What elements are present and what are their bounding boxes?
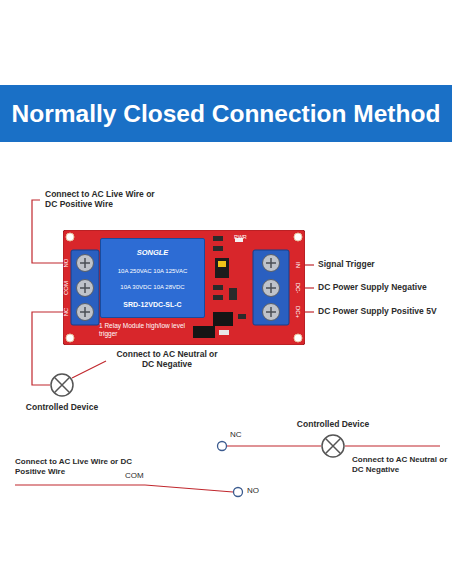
model-number: SRD-12VDC-SL-C	[123, 301, 181, 308]
callout-label: Connect to AC Neutral or DC Negative	[110, 349, 224, 369]
mounting-hole	[66, 233, 74, 241]
lamp-circle	[322, 435, 344, 457]
smd-component	[213, 312, 233, 326]
leader-line	[304, 311, 314, 312]
device-label: Controlled Device	[297, 419, 369, 429]
lamp-cross	[325, 438, 340, 453]
callout-label: Signal Trigger	[318, 259, 375, 269]
callout-label: DC Power Supply Positive 5V	[318, 306, 437, 316]
terminal-label: NO	[63, 259, 70, 268]
smd-component	[215, 258, 229, 278]
smd-component	[218, 261, 226, 267]
wire	[227, 445, 321, 446]
terminal-screw	[77, 304, 94, 321]
mounting-hole	[294, 233, 302, 241]
terminal-label: COM	[63, 281, 70, 295]
rating-text: 10A 250VAC 10A 125VAC	[118, 268, 188, 274]
callout-label: Connect to AC Live Wire or DC Positive W…	[15, 457, 137, 476]
terminal-block	[253, 250, 289, 325]
screw-slot	[80, 307, 90, 317]
rating-text: 10A 30VDC 10A 28VDC	[120, 284, 184, 290]
board-label: PWR	[234, 234, 247, 241]
switch-blade	[145, 485, 233, 492]
relay-module: 1 Relay Module high/low level trigger SON…	[63, 230, 305, 345]
wire	[15, 484, 145, 485]
terminal-label: IN	[293, 262, 300, 268]
callout-label: Connect to AC Live Wire or DC Positive W…	[45, 189, 167, 209]
relay-cube: SONGLE 10A 250VAC 10A 125VAC 10A 30VDC 10A…	[100, 238, 205, 318]
terminal-screw	[77, 255, 94, 272]
smd-component	[213, 285, 223, 290]
smd-component	[229, 288, 237, 300]
callout-label: Connect to AC Neutral or DC Negative	[352, 455, 448, 474]
callout-label: DC Power Supply Negative	[318, 282, 427, 292]
smd-component	[213, 295, 223, 300]
callout-label: NC	[230, 430, 242, 440]
smd-component	[238, 314, 246, 319]
nc-contact	[218, 442, 227, 451]
lamp-symbol	[50, 373, 74, 397]
lamp-circle	[51, 374, 73, 396]
terminal-label: DC+	[293, 306, 300, 318]
terminal-screw	[263, 255, 280, 272]
controlled-device: Controlled Device	[321, 434, 345, 458]
callout-label: COM	[125, 471, 144, 481]
title: Normally Closed Connection Method	[12, 100, 441, 128]
smd-component	[193, 326, 215, 338]
board-label: 1 Relay Module high/low level trigger	[99, 322, 191, 338]
controlled-device: Controlled Device	[50, 373, 74, 397]
mounting-hole	[294, 334, 302, 342]
terminal-label: NC	[63, 308, 70, 317]
terminal-block	[71, 250, 99, 325]
screw-slot	[80, 258, 90, 268]
terminal-screw	[77, 280, 94, 297]
smd-component	[219, 330, 229, 335]
mounting-hole	[66, 334, 74, 342]
lamp-cross	[54, 377, 69, 392]
screw-slot	[266, 283, 276, 293]
pcb	[63, 230, 305, 345]
leader-line	[304, 287, 314, 288]
title-band: Normally Closed Connection Method	[0, 85, 452, 142]
smd-component	[213, 236, 223, 241]
smd-component	[213, 246, 223, 251]
terminal-screw	[263, 280, 280, 297]
brand-name: SONGLE	[137, 248, 169, 257]
leader-line	[304, 264, 314, 265]
terminal-label: DC-	[293, 283, 300, 294]
lamp-symbol	[321, 434, 345, 458]
terminal-screw	[263, 304, 280, 321]
screw-slot	[80, 283, 90, 293]
leader-line	[72, 361, 106, 378]
wire	[345, 445, 440, 446]
device-label: Controlled Device	[26, 402, 98, 412]
no-contact	[234, 488, 243, 497]
callout-label: NO	[247, 486, 259, 496]
screw-slot	[266, 258, 276, 268]
screw-slot	[266, 307, 276, 317]
